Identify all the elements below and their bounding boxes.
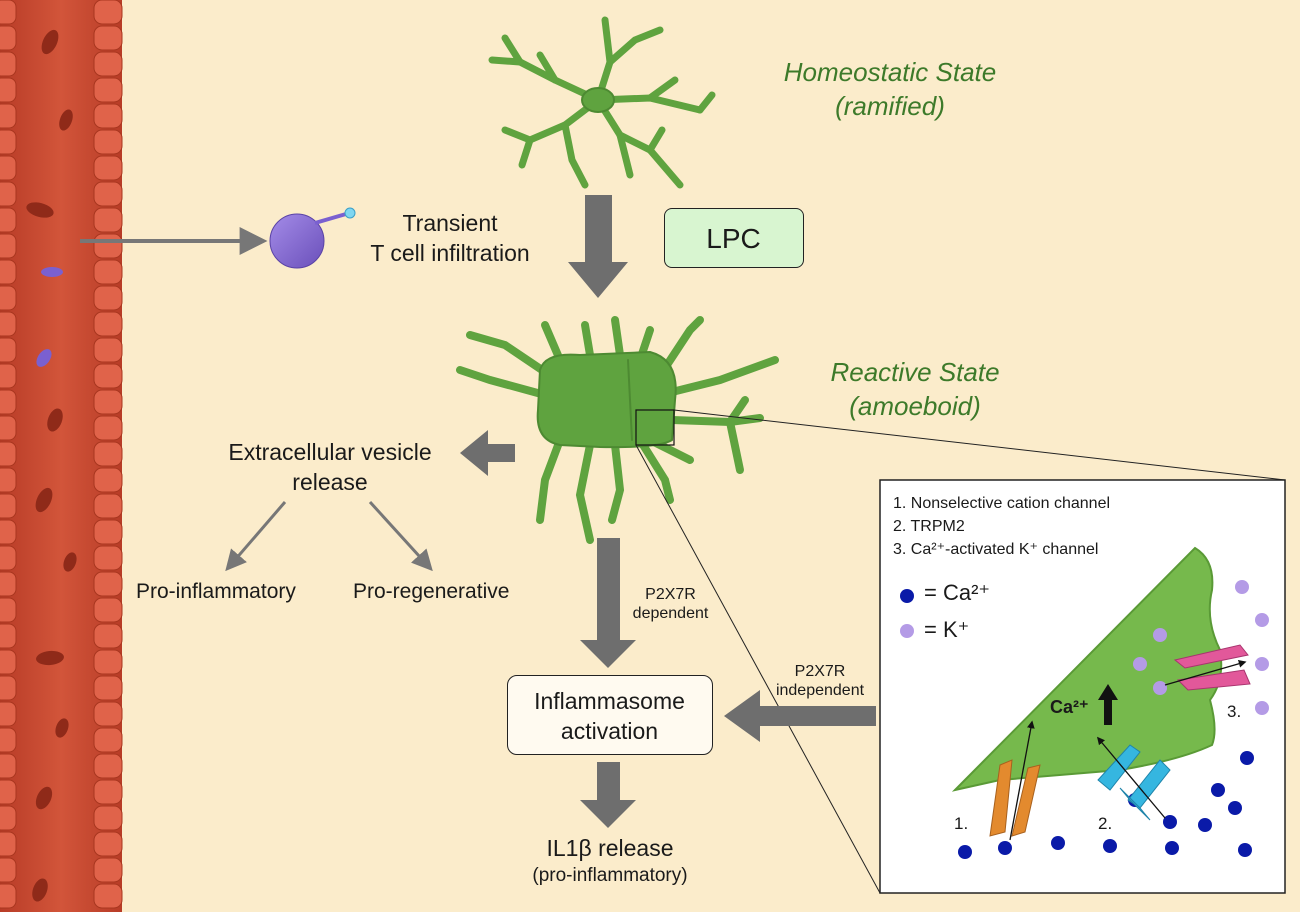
blood-vessel (0, 0, 123, 912)
vessel-wall-left (0, 0, 17, 909)
il1b-arrow (580, 762, 636, 828)
ev-arrow (460, 430, 515, 476)
ramified-microglia (488, 16, 716, 189)
homeostatic-state-label: Homeostatic State (ramified) (783, 57, 997, 121)
legend-item-3: 3. Ca²⁺-activated K⁺ channel (893, 541, 1099, 558)
inflammasome-box: Inflammasome activation (507, 675, 713, 755)
channel-3 (1173, 644, 1251, 691)
flow-arrow-1 (1009, 720, 1035, 841)
zoom-region (635, 409, 675, 446)
t-cell (269, 207, 356, 269)
ca-increase-arrow (1098, 684, 1118, 725)
p2x7r-dependent-arrow (580, 538, 636, 668)
amoeboid-microglia (456, 316, 779, 544)
pro-inflammatory-arrow (225, 501, 287, 572)
flow-arrow-2 (1096, 736, 1166, 819)
channel-3-label: 3. (1227, 702, 1242, 721)
zoom-line-bottom (635, 444, 881, 894)
calcium-key: = Ca²⁺ (924, 580, 991, 605)
il1b-label: IL1β release (pro-inflammatory) (532, 835, 688, 886)
zoom-line-top (673, 409, 1286, 481)
inset-panel (879, 479, 1286, 894)
channel-1 (989, 759, 1041, 837)
lpc-label: LPC (706, 223, 761, 254)
activation-arrow (568, 195, 628, 298)
p2x7r-independent-label: P2X7R independent (775, 663, 865, 699)
lymphocytes-in-vessel (36, 267, 63, 367)
potassium-key: = K⁺ (924, 617, 970, 642)
lpc-box: LPC (664, 208, 804, 268)
t-cell-label: Transient T cell infiltration (370, 210, 530, 266)
red-blood-cells (26, 29, 77, 902)
potassium-ions (900, 580, 1269, 715)
legend-item-1: 1. Nonselective cation channel (893, 495, 1111, 512)
inset-legend: 1. Nonselective cation channel 2. TRPM2 … (893, 492, 1110, 561)
vessel-wall-right (93, 0, 123, 909)
ev-release-label: Extracellular vesicle release (228, 439, 432, 495)
calcium-ions (900, 589, 1254, 859)
reactive-state-label: Reactive State (amoeboid) (830, 357, 1000, 421)
flow-arrow-3 (1164, 659, 1247, 686)
pro-regenerative-label: Pro-regenerative (353, 580, 510, 603)
p2x7r-independent-arrow (724, 690, 876, 742)
legend-item-2: 2. TRPM2 (893, 518, 965, 535)
pro-regenerative-arrow (368, 500, 433, 572)
calcium-increase-label: Ca²⁺ (1050, 697, 1089, 717)
channel-2 (1097, 744, 1171, 821)
pro-inflammatory-label: Pro-inflammatory (136, 580, 296, 603)
p2x7r-dependent-label: P2X7R dependent (632, 586, 709, 622)
channel-2-label: 2. (1098, 814, 1113, 833)
inflammasome-label: Inflammasome activation (534, 688, 685, 744)
cell-membrane-region (951, 546, 1223, 792)
channel-1-label: 1. (954, 814, 969, 833)
